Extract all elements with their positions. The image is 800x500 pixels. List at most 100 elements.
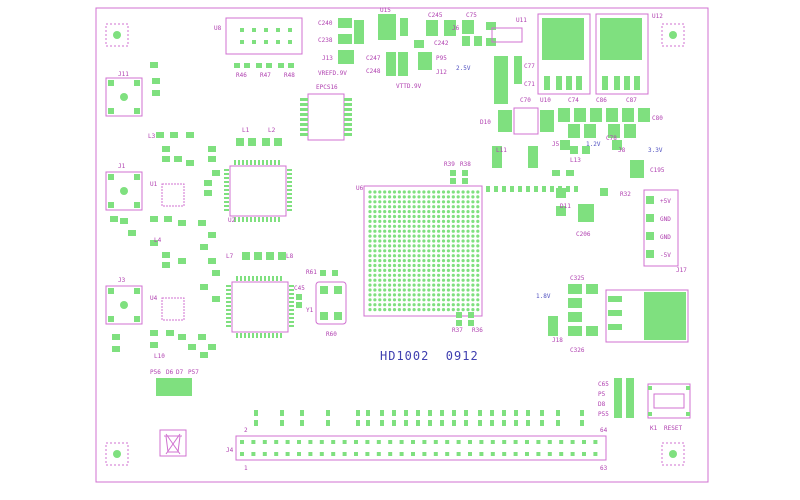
bga-ball bbox=[437, 249, 441, 253]
reset-button[interactable]: K1 RESET bbox=[647, 383, 691, 432]
j4-pin bbox=[468, 452, 472, 456]
bga-ball bbox=[466, 190, 470, 194]
u15-label: U15 bbox=[380, 7, 391, 14]
cap-pad bbox=[518, 186, 522, 192]
bga-ball bbox=[407, 219, 411, 223]
bga-ball bbox=[476, 214, 480, 219]
j4-pin bbox=[354, 440, 358, 444]
u8-pin bbox=[276, 40, 280, 44]
bga-ball bbox=[417, 239, 421, 243]
bga-ball bbox=[456, 214, 460, 219]
smd-pad bbox=[178, 258, 186, 264]
smd-pad bbox=[208, 344, 216, 350]
cap-pad bbox=[574, 186, 578, 192]
bga-ball bbox=[378, 268, 382, 272]
bga-ball bbox=[402, 200, 406, 204]
u11-label: U11 bbox=[516, 17, 527, 24]
bga-ball bbox=[383, 283, 387, 287]
l11: L11 bbox=[492, 146, 538, 168]
qfp-pin bbox=[289, 309, 294, 311]
j4-pin bbox=[582, 440, 586, 444]
bga-ball bbox=[388, 190, 392, 194]
l7-label: L7 bbox=[226, 253, 234, 260]
j4-pin bbox=[240, 452, 244, 456]
bga-ball bbox=[461, 263, 465, 268]
bga-ball bbox=[422, 259, 426, 263]
bga-ball bbox=[471, 239, 475, 243]
bga-ball bbox=[378, 263, 382, 268]
bga-ball bbox=[417, 190, 421, 194]
smd-pad bbox=[200, 284, 208, 290]
bga-ball bbox=[378, 229, 382, 233]
j4-pin bbox=[559, 440, 564, 444]
bga-ball bbox=[412, 210, 416, 214]
smd-pad bbox=[200, 244, 208, 250]
c326-label: C326 bbox=[570, 347, 585, 354]
qfp-pin bbox=[238, 160, 240, 165]
bga-ball bbox=[441, 298, 446, 302]
bga-ball bbox=[368, 195, 372, 199]
bga-ball bbox=[412, 303, 416, 307]
bga-ball bbox=[378, 219, 382, 223]
bga-ball bbox=[422, 244, 426, 248]
bga-ball bbox=[422, 283, 426, 287]
c75: C75 bbox=[462, 12, 477, 34]
bga-ball bbox=[461, 214, 465, 219]
bga-ball bbox=[437, 259, 441, 263]
bga-ball bbox=[392, 308, 397, 312]
bga-ball bbox=[407, 293, 411, 297]
j4-pin bbox=[342, 440, 347, 444]
mounting-hole-bl bbox=[105, 442, 129, 466]
bga-ball bbox=[456, 210, 460, 214]
bga-ball bbox=[397, 190, 401, 194]
bga-ball bbox=[441, 303, 446, 307]
qfp-pin bbox=[278, 217, 280, 222]
bga-ball bbox=[373, 190, 377, 194]
bga-ball bbox=[476, 288, 480, 292]
qfp-pin bbox=[256, 333, 258, 338]
bga-ball bbox=[466, 288, 470, 292]
bga-ball bbox=[388, 254, 392, 258]
qfp-pin bbox=[289, 305, 294, 307]
bga-ball bbox=[373, 278, 377, 282]
bga-ball bbox=[476, 219, 480, 223]
c87-label: C87 bbox=[626, 97, 637, 104]
bga-ball bbox=[437, 254, 441, 258]
j4-pin bbox=[433, 440, 438, 444]
qfp-pin bbox=[270, 160, 272, 165]
bga-ball bbox=[373, 205, 377, 209]
bga-ball bbox=[461, 293, 465, 297]
bga-ball bbox=[412, 200, 416, 204]
bga-ball bbox=[471, 268, 475, 272]
bga-ball bbox=[392, 224, 397, 228]
resistor-pad bbox=[502, 410, 506, 416]
bga-ball bbox=[461, 278, 465, 282]
j4-pin bbox=[479, 452, 484, 456]
bga-ball bbox=[383, 200, 387, 204]
bga-ball bbox=[422, 229, 426, 233]
u4-label: U4 bbox=[150, 295, 158, 302]
bga-ball bbox=[456, 293, 460, 297]
bga-ball bbox=[373, 288, 377, 292]
cap-row-right bbox=[558, 108, 650, 150]
qfp-pin bbox=[276, 276, 278, 281]
bga-ball bbox=[471, 303, 475, 307]
j4-pin bbox=[285, 452, 290, 456]
resistor-pad bbox=[416, 420, 420, 426]
bga-ball bbox=[407, 308, 411, 312]
bga-ball bbox=[427, 229, 431, 233]
j4-pin bbox=[547, 440, 552, 444]
qfp-pin bbox=[266, 217, 268, 222]
resistor-pad bbox=[526, 410, 530, 416]
bga-ball bbox=[402, 254, 406, 258]
bga-ball bbox=[466, 200, 470, 204]
bga-ball bbox=[383, 239, 387, 243]
j4-pin bbox=[479, 440, 484, 444]
u4: U4 bbox=[150, 295, 185, 321]
c45-label: C45 bbox=[294, 285, 305, 292]
resistor-pad bbox=[464, 420, 468, 426]
bga-ball bbox=[402, 219, 406, 223]
cap-pad bbox=[590, 108, 602, 122]
smd-pad bbox=[112, 346, 120, 352]
bga-ball bbox=[378, 205, 382, 209]
